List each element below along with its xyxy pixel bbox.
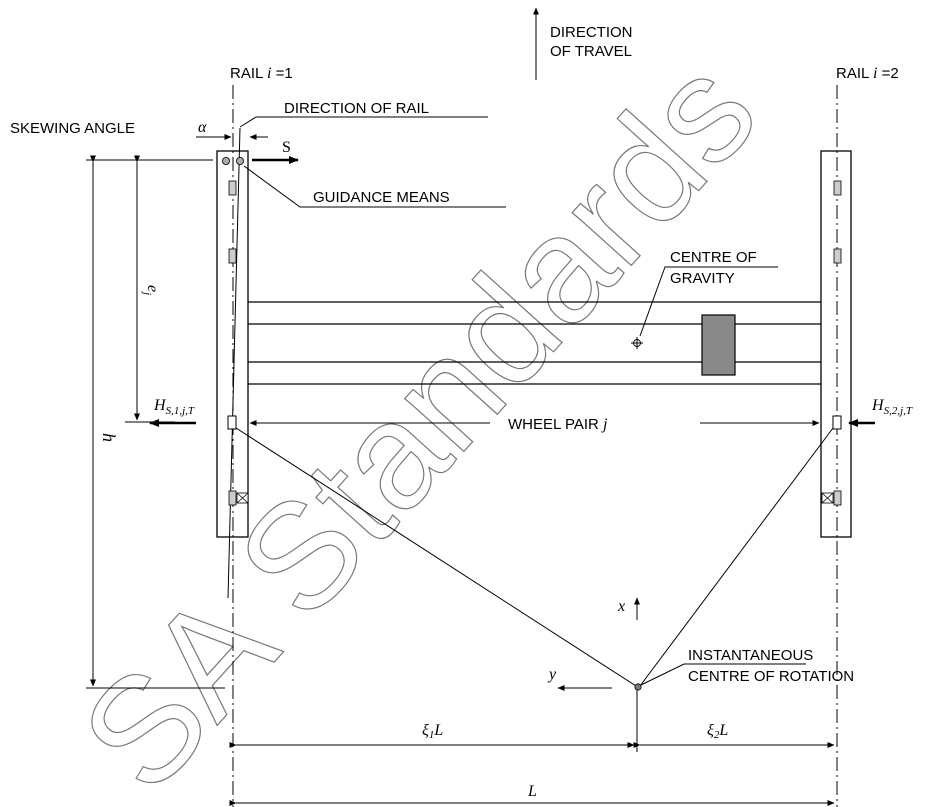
hs2-label: HS,2,j,T xyxy=(871,397,913,417)
icr-line-rail1 xyxy=(235,427,637,687)
wheel-pair-word: WHEEL PAIR xyxy=(508,416,599,433)
hs1-sub: S,1,j,T xyxy=(166,405,195,417)
direction-of-rail-label: DIRECTION OF RAIL xyxy=(284,100,429,117)
skewing-angle-label: SKEWING ANGLE xyxy=(10,120,135,137)
guidance-roller-1 xyxy=(221,156,230,165)
y-axis-label: y xyxy=(547,666,557,683)
xi1-L: L xyxy=(433,722,443,739)
direction-of-rail-leader-drop xyxy=(239,116,257,128)
rail-1-eq: =1 xyxy=(271,65,292,82)
guidance-means-leader xyxy=(243,165,506,208)
hs1-label: HS,1,j,T xyxy=(153,397,195,417)
icr-line-rail2 xyxy=(639,427,834,687)
ej-sym: e xyxy=(144,285,161,292)
centre-of-gravity-leader xyxy=(639,266,778,337)
wheel-rail2-a xyxy=(833,180,842,196)
icr-leader xyxy=(640,663,806,686)
wheel-rail1-b xyxy=(228,248,237,264)
trolley xyxy=(701,314,736,376)
guidance-roller-2 xyxy=(235,156,244,165)
rail-1-word: RAIL xyxy=(230,65,263,82)
drive-symbol-rail1 xyxy=(236,492,249,504)
wheel-rail1-d xyxy=(228,490,237,506)
icr-label-line2: CENTRE OF ROTATION xyxy=(688,668,854,685)
wheel-pair-j: j xyxy=(601,416,608,433)
rail-1-label: RAIL i =1 xyxy=(230,65,293,82)
hs2-main: H xyxy=(871,397,885,414)
end-carriage-2 xyxy=(820,150,852,538)
wheel-rail2-b xyxy=(833,248,842,264)
direction-label-line2: OF TRAVEL xyxy=(550,43,632,60)
drive-symbol-rail2 xyxy=(821,492,834,504)
rail-2-i: i xyxy=(873,65,877,82)
xi1-label: ξ1L xyxy=(422,722,443,741)
centre-of-gravity-label-line2: GRAVITY xyxy=(670,270,735,287)
xi1-sub: 1 xyxy=(429,729,435,741)
xi2-L: L xyxy=(718,722,728,739)
centre-of-gravity-marker xyxy=(631,337,643,349)
watermark: SA Standards xyxy=(48,27,788,807)
rail-2-eq: =2 xyxy=(877,65,898,82)
s-force-label: S xyxy=(282,139,291,156)
guidance-means-label: GUIDANCE MEANS xyxy=(313,189,450,206)
hs1-main: H xyxy=(153,397,167,414)
wheel-rail2-c xyxy=(832,415,842,430)
x-axis-label: x xyxy=(617,598,625,615)
wheel-pair-label: WHEEL PAIR j xyxy=(508,416,608,433)
h-label: h xyxy=(99,433,119,442)
ej-label: ej xyxy=(141,285,161,295)
instantaneous-centre-point xyxy=(634,683,642,691)
skewed-rail-direction-line xyxy=(227,127,241,599)
wheel-rail2-d xyxy=(833,490,842,506)
xi2-sub: 2 xyxy=(714,729,720,741)
rail-1-i: i xyxy=(267,65,271,82)
icr-label-line1: INSTANTANEOUS xyxy=(688,647,813,664)
hs2-sub: S,2,j,T xyxy=(884,405,913,417)
rail-2-label: RAIL i =2 xyxy=(836,65,899,82)
rail-2-word: RAIL xyxy=(836,65,869,82)
end-carriage-1 xyxy=(216,150,249,538)
L-total-label: L xyxy=(527,783,537,800)
wheel-rail1-c xyxy=(227,415,237,430)
watermark-text: SA Standards xyxy=(49,27,788,807)
ej-sub: j xyxy=(141,290,153,295)
xi2-sym: ξ xyxy=(707,722,714,739)
centre-of-gravity-label-line1: CENTRE OF xyxy=(670,249,757,266)
wheel-rail1-a xyxy=(228,180,237,196)
xi2-label: ξ2L xyxy=(707,722,728,741)
alpha-symbol: α xyxy=(198,119,207,136)
direction-label-line1: DIRECTION xyxy=(550,24,633,41)
xi1-sym: ξ xyxy=(422,722,429,739)
